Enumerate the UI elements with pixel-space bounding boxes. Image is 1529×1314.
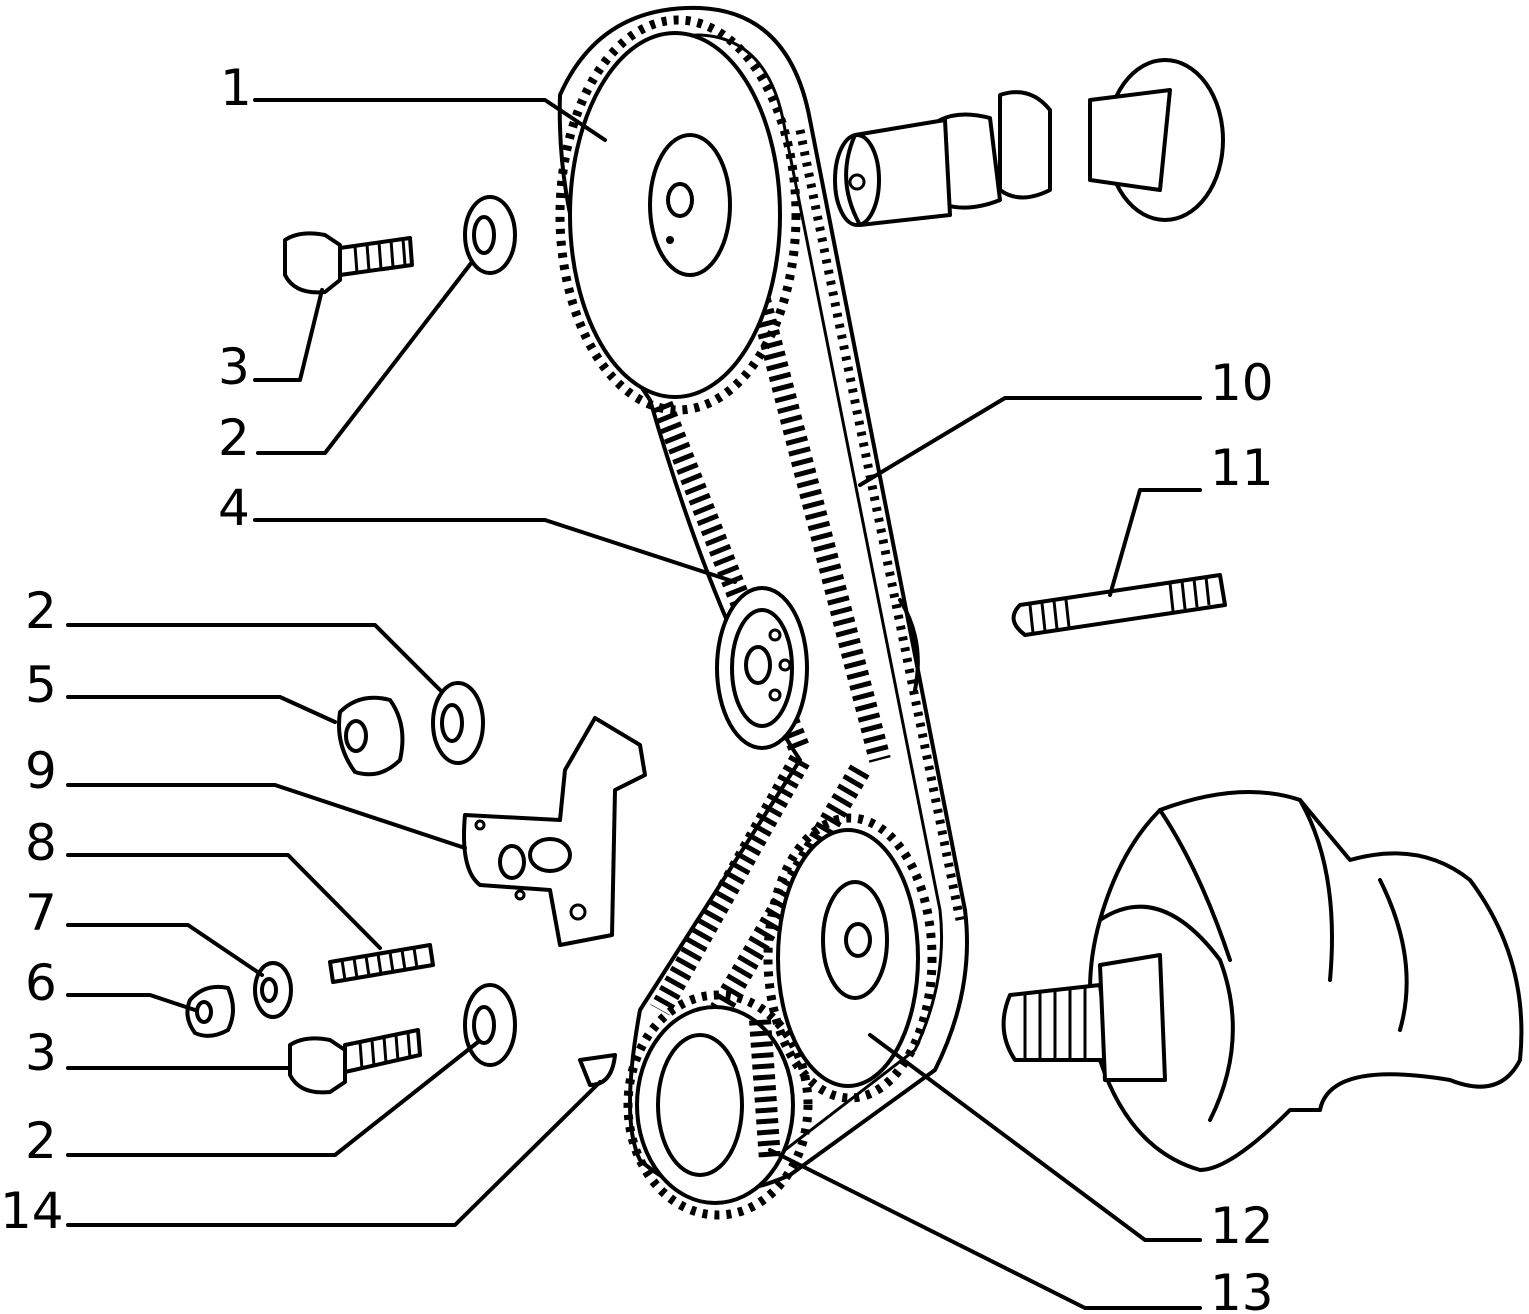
crankshaft-pulley xyxy=(623,990,813,1220)
nut-small xyxy=(185,984,235,1038)
washer-top xyxy=(463,195,517,275)
stud-bolt xyxy=(1011,573,1227,637)
callout-1: 1 xyxy=(220,59,252,117)
crankshaft xyxy=(1001,790,1524,1172)
leader-12 xyxy=(868,1033,1202,1242)
callout-3-top: 3 xyxy=(218,338,250,396)
leader-6 xyxy=(66,993,197,1012)
belt-rear-roller xyxy=(898,598,920,692)
washer-small xyxy=(253,961,293,1019)
callout-7: 7 xyxy=(25,884,57,942)
nut xyxy=(337,695,405,777)
leader-9 xyxy=(66,783,467,850)
callout-13: 13 xyxy=(1210,1264,1274,1314)
bolt-top xyxy=(283,231,414,295)
auxiliary-pulley xyxy=(763,813,937,1103)
tensioner-bracket xyxy=(462,716,647,947)
callout-3-bottom: 3 xyxy=(25,1024,57,1082)
callout-2-mid: 2 xyxy=(25,582,57,640)
callout-10: 10 xyxy=(1210,354,1274,412)
callout-labels: 1 3 2 4 2 5 9 8 7 6 3 2 14 10 11 12 13 xyxy=(0,59,1274,1314)
leader-13 xyxy=(768,1148,1202,1310)
camshaft-pulley xyxy=(555,15,801,415)
washer-mid xyxy=(431,681,485,765)
callout-14: 14 xyxy=(0,1182,64,1240)
leader-8 xyxy=(66,853,382,950)
callout-9: 9 xyxy=(25,742,57,800)
leader-2-bottom xyxy=(66,1040,480,1157)
leader-10 xyxy=(858,396,1202,487)
callout-4: 4 xyxy=(218,479,250,537)
leader-lines xyxy=(66,98,1202,1310)
camshaft xyxy=(833,58,1225,227)
callout-8: 8 xyxy=(25,814,57,872)
callout-6: 6 xyxy=(25,954,57,1012)
leader-7 xyxy=(66,923,264,977)
leader-2-top xyxy=(256,260,474,455)
leader-5 xyxy=(66,695,337,724)
callout-2-top: 2 xyxy=(218,409,250,467)
leader-4 xyxy=(253,518,737,584)
leader-3-top xyxy=(253,288,324,382)
bolt-bottom xyxy=(288,1028,422,1095)
washer-bottom xyxy=(463,983,517,1067)
short-stud xyxy=(328,943,435,984)
leader-14 xyxy=(66,1080,602,1227)
callout-12: 12 xyxy=(1210,1197,1274,1255)
leader-11 xyxy=(1108,488,1202,597)
leader-2-mid xyxy=(66,623,442,692)
leader-1 xyxy=(253,98,607,142)
callout-11: 11 xyxy=(1210,439,1274,497)
callout-2-bottom: 2 xyxy=(25,1112,57,1170)
idler-roller xyxy=(715,586,809,750)
callout-5: 5 xyxy=(25,656,57,714)
woodruff-key xyxy=(578,1053,617,1087)
